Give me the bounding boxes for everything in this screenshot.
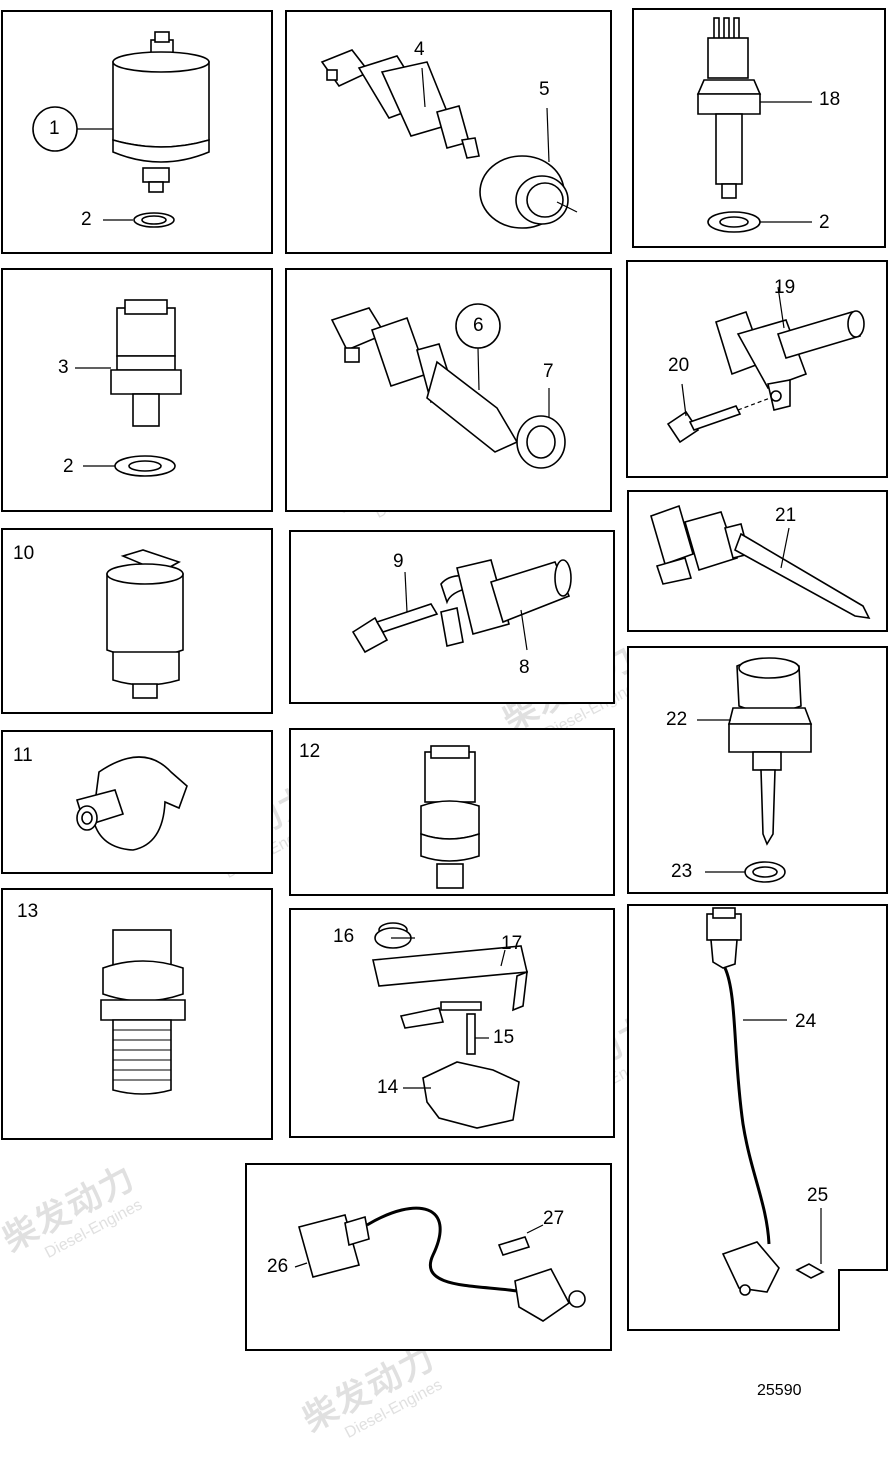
- callout-4: 4: [414, 39, 425, 60]
- callout-9: 9: [393, 551, 404, 572]
- pressure-switch-drawing: [75, 299, 182, 477]
- temperature-sensor-drawing: [320, 49, 578, 229]
- panel-part-24: 24 25: [627, 904, 889, 1332]
- panel-part-19: 19 20: [626, 260, 888, 478]
- pressure-sender-drawing: [420, 745, 480, 889]
- callout-25: 25: [807, 1185, 829, 1206]
- figure-number: 25590: [757, 1382, 802, 1399]
- panel-part-1: 1 2: [1, 10, 273, 254]
- callout-2: 2: [63, 456, 74, 477]
- panel-part-13: 13: [1, 888, 273, 1140]
- panel-part-4: 4 5: [285, 10, 612, 254]
- sensor-harness-drawing: [627, 904, 888, 1331]
- panel-part-12: 12: [289, 728, 615, 896]
- panel-title-13: 13: [17, 901, 39, 922]
- panel-part-3: 3 2: [1, 268, 273, 512]
- panel-title-12: 12: [299, 741, 321, 762]
- panel-part-26: 27 26: [245, 1163, 612, 1351]
- level-sensor-drawing: [696, 17, 812, 233]
- panel-part-18: 18 2: [632, 8, 886, 248]
- pressure-sensor-drawing: [32, 31, 210, 228]
- switch-drawing: [106, 549, 184, 699]
- threaded-switch-drawing: [100, 929, 186, 1095]
- callout-22: 22: [666, 709, 688, 730]
- bracket-sensor-drawing: [372, 922, 528, 1129]
- callout-24: 24: [795, 1011, 817, 1032]
- panel-title-10: 10: [13, 543, 35, 564]
- panel-part-10: 10: [1, 528, 273, 714]
- panel-title-11: 11: [13, 745, 33, 766]
- cable-sensor-drawing: [294, 1206, 586, 1322]
- callout-6: 6: [473, 315, 484, 336]
- callout-17: 17: [501, 933, 523, 954]
- callout-7: 7: [543, 361, 554, 382]
- callout-20: 20: [668, 355, 690, 376]
- callout-21: 21: [775, 505, 797, 526]
- callout-26: 26: [267, 1256, 289, 1277]
- callout-18: 18: [819, 89, 841, 110]
- panel-part-21: 21: [627, 490, 888, 632]
- callout-1: 1: [49, 118, 60, 139]
- callout-16: 16: [333, 926, 355, 947]
- speed-sensor-drawing: [666, 286, 865, 444]
- callout-19: 19: [774, 277, 796, 298]
- panel-part-8: 9 8: [289, 530, 615, 704]
- probe-sensor-drawing: [650, 504, 871, 620]
- callout-5: 5: [539, 79, 550, 100]
- callout-27: 27: [543, 1208, 565, 1229]
- callout-2: 2: [819, 212, 830, 233]
- panel-part-6: 6 7: [285, 268, 612, 512]
- callout-2: 2: [81, 209, 92, 230]
- callout-8: 8: [519, 657, 530, 678]
- panel-part-11: 11: [1, 730, 273, 874]
- callout-23: 23: [671, 861, 693, 882]
- sensor-with-sleeve-drawing: [330, 303, 566, 469]
- vacuum-switch-drawing: [75, 756, 188, 851]
- camshaft-sensor-drawing: [351, 559, 572, 654]
- callout-15: 15: [493, 1027, 515, 1048]
- panel-part-14: 16 17 15 14: [289, 908, 615, 1138]
- callout-3: 3: [58, 357, 69, 378]
- temperature-sender-drawing: [697, 657, 813, 883]
- callout-14: 14: [377, 1077, 399, 1098]
- panel-part-22: 22 23: [627, 646, 888, 894]
